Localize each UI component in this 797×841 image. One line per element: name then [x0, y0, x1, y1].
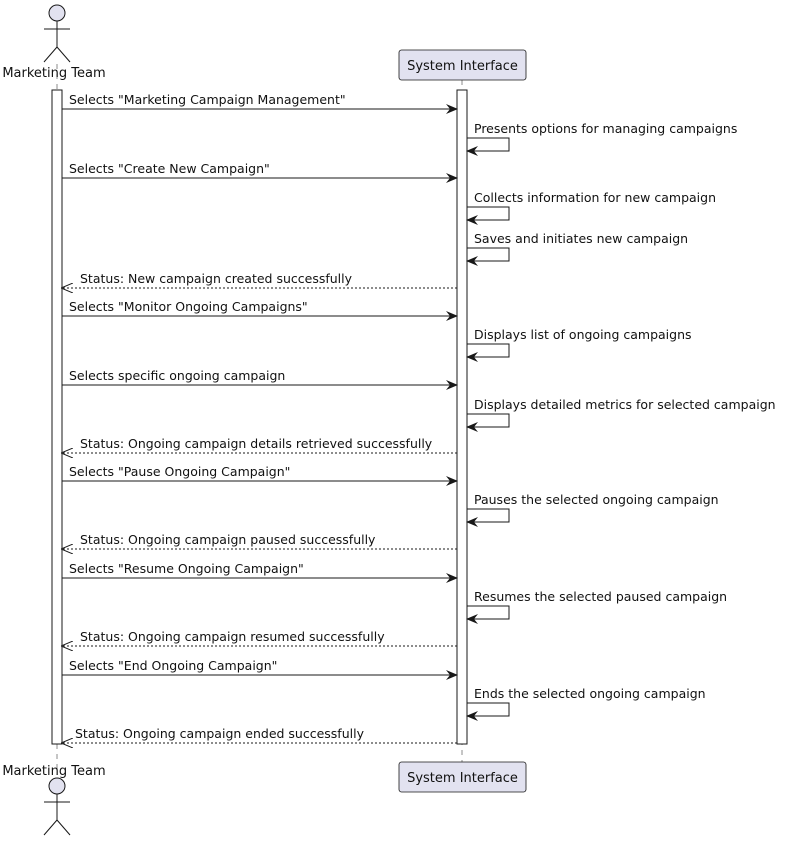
message-label: Ends the selected ongoing campaign [474, 686, 706, 701]
message-label: Selects "End Ongoing Campaign" [69, 658, 277, 673]
system-participant-box [398, 761, 527, 793]
message-self: Ends the selected ongoing campaign [466, 686, 706, 721]
system-participant-label: System Interface [407, 771, 518, 786]
actor-bottom: Marketing Team [2, 764, 106, 836]
message-label: Selects "Marketing Campaign Management" [69, 92, 346, 107]
actor-activation-bar [51, 89, 63, 745]
message-arrow [466, 206, 510, 225]
message-label: Status: Ongoing campaign resumed success… [80, 629, 385, 644]
message-label: Displays detailed metrics for selected c… [474, 397, 776, 412]
message-sync: Selects "Pause Ongoing Campaign" [62, 464, 458, 486]
stick-figure-actor-icon [43, 777, 71, 836]
message-self: Displays detailed metrics for selected c… [466, 397, 776, 432]
message-arrow [466, 605, 510, 624]
message-sync: Selects "Resume Ongoing Campaign" [62, 561, 458, 583]
actor-top: Marketing Team [2, 4, 106, 81]
message-sync: Selects "Monitor Ongoing Campaigns" [62, 299, 458, 321]
message-reply: Status: Ongoing campaign resumed success… [62, 629, 457, 646]
message-label: Saves and initiates new campaign [474, 231, 688, 246]
message-sync: Selects "Marketing Campaign Management" [62, 92, 458, 114]
message-label: Status: Ongoing campaign details retriev… [80, 436, 433, 451]
message-label: Pauses the selected ongoing campaign [474, 492, 719, 507]
message-label: Selects "Create New Campaign" [69, 161, 270, 176]
message-arrow [466, 247, 510, 266]
actor-top-label: Marketing Team [2, 66, 105, 81]
message-label: Presents options for managing campaigns [474, 121, 737, 136]
message-arrow [466, 343, 510, 362]
system-activation-bar [456, 89, 468, 745]
message-reply: Status: Ongoing campaign paused successf… [62, 532, 457, 549]
system-participant-box [398, 49, 527, 81]
message-label: Status: New campaign created successfull… [80, 271, 353, 286]
message-arrow [466, 508, 510, 527]
message-reply: Status: New campaign created successfull… [62, 271, 457, 288]
system-participant-label: System Interface [407, 59, 518, 74]
message-reply: Status: Ongoing campaign details retriev… [62, 436, 457, 453]
message-arrow [466, 413, 510, 432]
message-label: Displays list of ongoing campaigns [474, 327, 692, 342]
message-sync: Selects specific ongoing campaign [62, 368, 458, 390]
system-participant-top: System Interface [398, 49, 527, 81]
message-self: Resumes the selected paused campaign [466, 589, 727, 624]
message-self: Saves and initiates new campaign [466, 231, 688, 266]
message-self: Presents options for managing campaigns [466, 121, 737, 156]
message-label: Selects "Pause Ongoing Campaign" [69, 464, 290, 479]
messages: Selects "Marketing Campaign Management" P… [62, 92, 776, 743]
message-arrow [466, 137, 510, 156]
message-reply: Status: Ongoing campaign ended successfu… [62, 726, 457, 743]
message-sync: Selects "End Ongoing Campaign" [62, 658, 458, 680]
message-self: Collects information for new campaign [466, 190, 716, 225]
message-label: Status: Ongoing campaign ended successfu… [75, 726, 365, 741]
message-label: Selects "Resume Ongoing Campaign" [69, 561, 304, 576]
message-label: Collects information for new campaign [474, 190, 716, 205]
message-label: Resumes the selected paused campaign [474, 589, 727, 604]
message-self: Pauses the selected ongoing campaign [466, 492, 719, 527]
message-arrow [466, 702, 510, 721]
actor-bottom-label: Marketing Team [2, 764, 105, 779]
stick-figure-actor-icon [43, 4, 71, 63]
message-self: Displays list of ongoing campaigns [466, 327, 692, 362]
message-label: Status: Ongoing campaign paused successf… [80, 532, 376, 547]
message-label: Selects "Monitor Ongoing Campaigns" [69, 299, 308, 314]
message-label: Selects specific ongoing campaign [69, 368, 285, 383]
system-participant-bottom: System Interface [398, 761, 527, 793]
message-sync: Selects "Create New Campaign" [62, 161, 458, 183]
